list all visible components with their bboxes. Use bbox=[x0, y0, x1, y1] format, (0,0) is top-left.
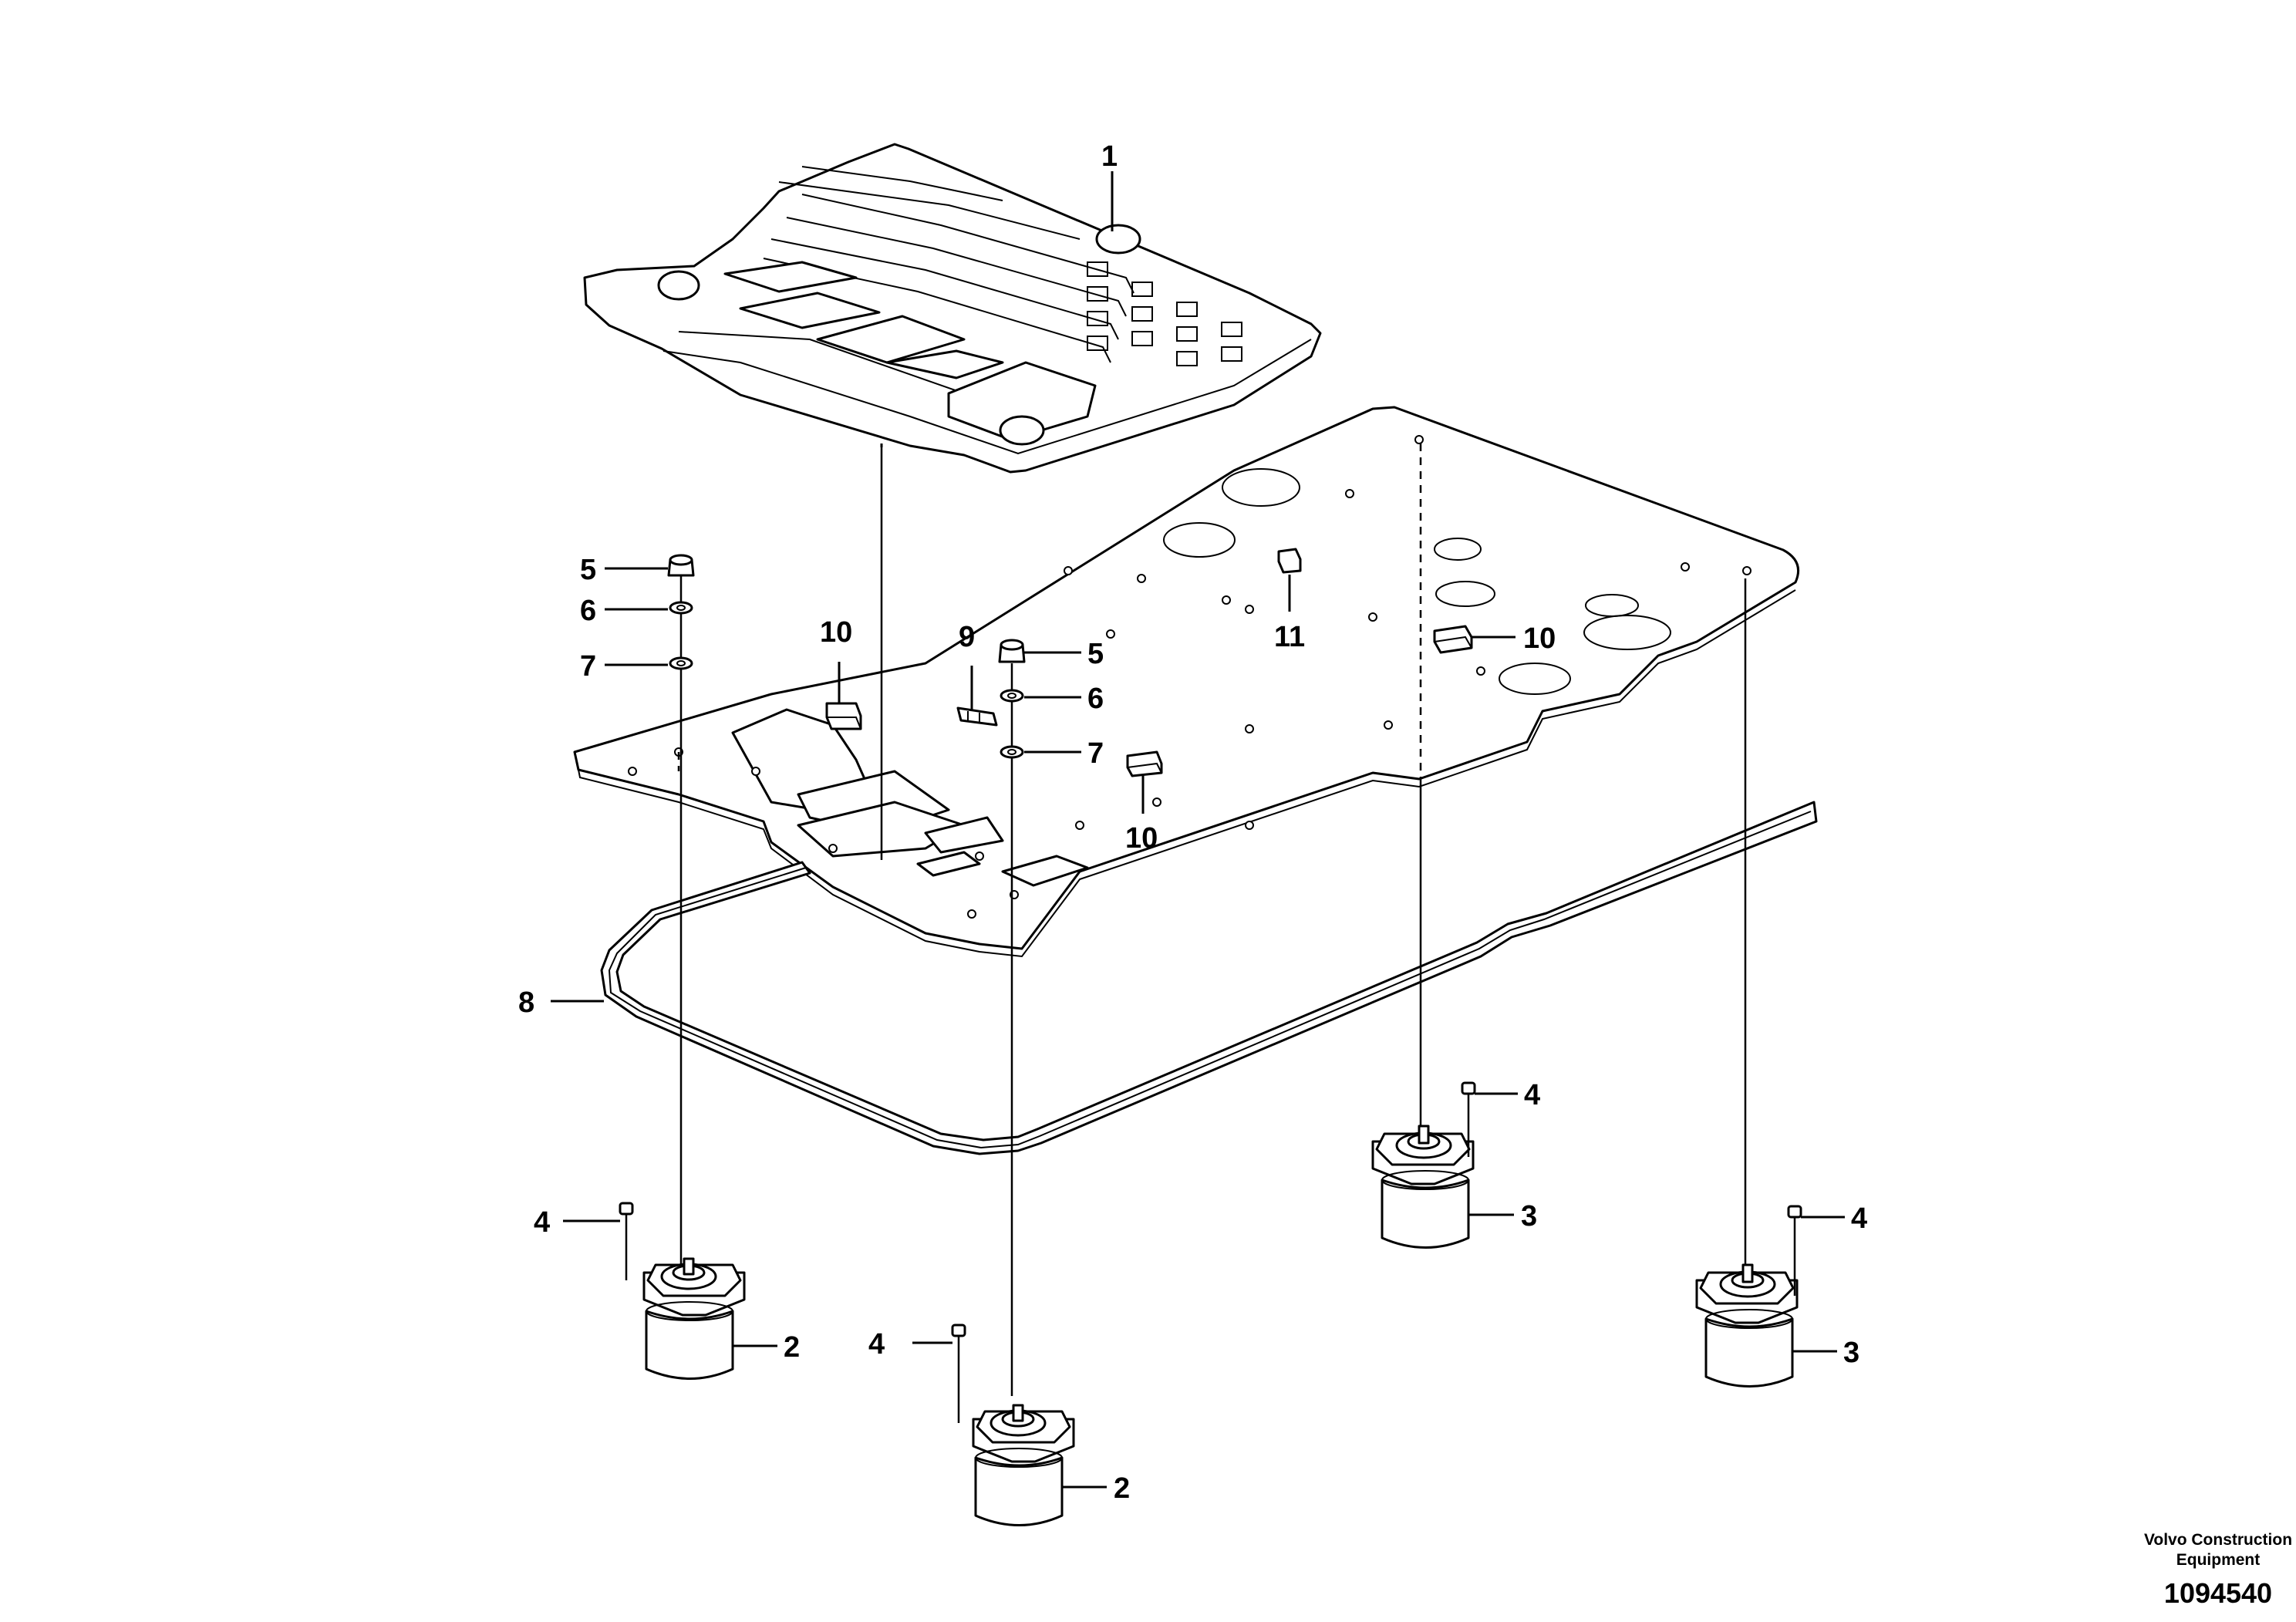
callout-5-center: 5 bbox=[1087, 638, 1104, 670]
clip-10-center bbox=[1126, 750, 1163, 777]
callout-2-center: 2 bbox=[1114, 1472, 1130, 1505]
clip-10-right bbox=[1433, 625, 1473, 654]
callout-6-center: 6 bbox=[1087, 683, 1104, 715]
callout-labels: 1 5 6 7 10 9 5 6 7 10 11 10 8 4 3 4 3 4 … bbox=[518, 140, 1867, 1505]
callout-7-left: 7 bbox=[580, 650, 596, 683]
nut-5-center bbox=[998, 639, 1026, 663]
callout-5-left: 5 bbox=[580, 554, 596, 586]
screw-4-center bbox=[951, 1324, 966, 1423]
callout-4-center: 4 bbox=[868, 1328, 885, 1361]
washer-6-center bbox=[1000, 689, 1024, 703]
callout-10-left: 10 bbox=[820, 616, 852, 649]
assembly-axes bbox=[677, 443, 1747, 1396]
screw-4-right bbox=[1461, 1081, 1476, 1157]
clip-11 bbox=[1277, 548, 1302, 574]
callout-2-left: 2 bbox=[784, 1331, 800, 1364]
callout-10-right: 10 bbox=[1523, 622, 1556, 655]
rubber-mount-2-left bbox=[642, 1257, 746, 1380]
callout-8: 8 bbox=[518, 986, 534, 1019]
clip-9 bbox=[956, 706, 998, 727]
callout-4-left: 4 bbox=[534, 1206, 550, 1239]
screw-4-far-right bbox=[1787, 1205, 1802, 1296]
callout-3-far-right: 3 bbox=[1843, 1337, 1859, 1369]
mat-grid-pattern bbox=[1087, 261, 1242, 366]
washer-7-center bbox=[1000, 745, 1024, 759]
clip-10-left bbox=[825, 702, 862, 730]
footer: Volvo Construction Equipment 1094540 bbox=[2144, 1531, 2292, 1609]
rubber-mount-3-far-right bbox=[1695, 1263, 1799, 1388]
rubber-mount-2-center bbox=[972, 1404, 1075, 1526]
floor-plate bbox=[573, 406, 1799, 958]
callout-7-center: 7 bbox=[1087, 737, 1104, 770]
callout-6-left: 6 bbox=[580, 595, 596, 627]
document-number: 1094540 bbox=[2164, 1577, 2272, 1609]
callout-1: 1 bbox=[1101, 140, 1118, 173]
callout-4-right: 4 bbox=[1524, 1079, 1540, 1111]
nut-5-left bbox=[667, 554, 695, 577]
washer-7-left bbox=[669, 656, 693, 670]
brand-line-1: Volvo Construction bbox=[2144, 1531, 2292, 1549]
callout-10-center: 10 bbox=[1125, 822, 1158, 855]
washer-6-left bbox=[669, 601, 693, 615]
leader-lines bbox=[551, 171, 1845, 1489]
callout-9: 9 bbox=[959, 621, 975, 653]
callout-11: 11 bbox=[1274, 621, 1305, 653]
callout-3-right: 3 bbox=[1521, 1200, 1537, 1233]
brand-line-2: Equipment bbox=[2176, 1551, 2261, 1569]
callout-4-far-right: 4 bbox=[1851, 1202, 1867, 1235]
seal-strip bbox=[600, 801, 1818, 1155]
floor-mat bbox=[583, 143, 1322, 474]
rubber-mount-3-right bbox=[1371, 1125, 1475, 1249]
screw-4-left bbox=[619, 1202, 634, 1280]
